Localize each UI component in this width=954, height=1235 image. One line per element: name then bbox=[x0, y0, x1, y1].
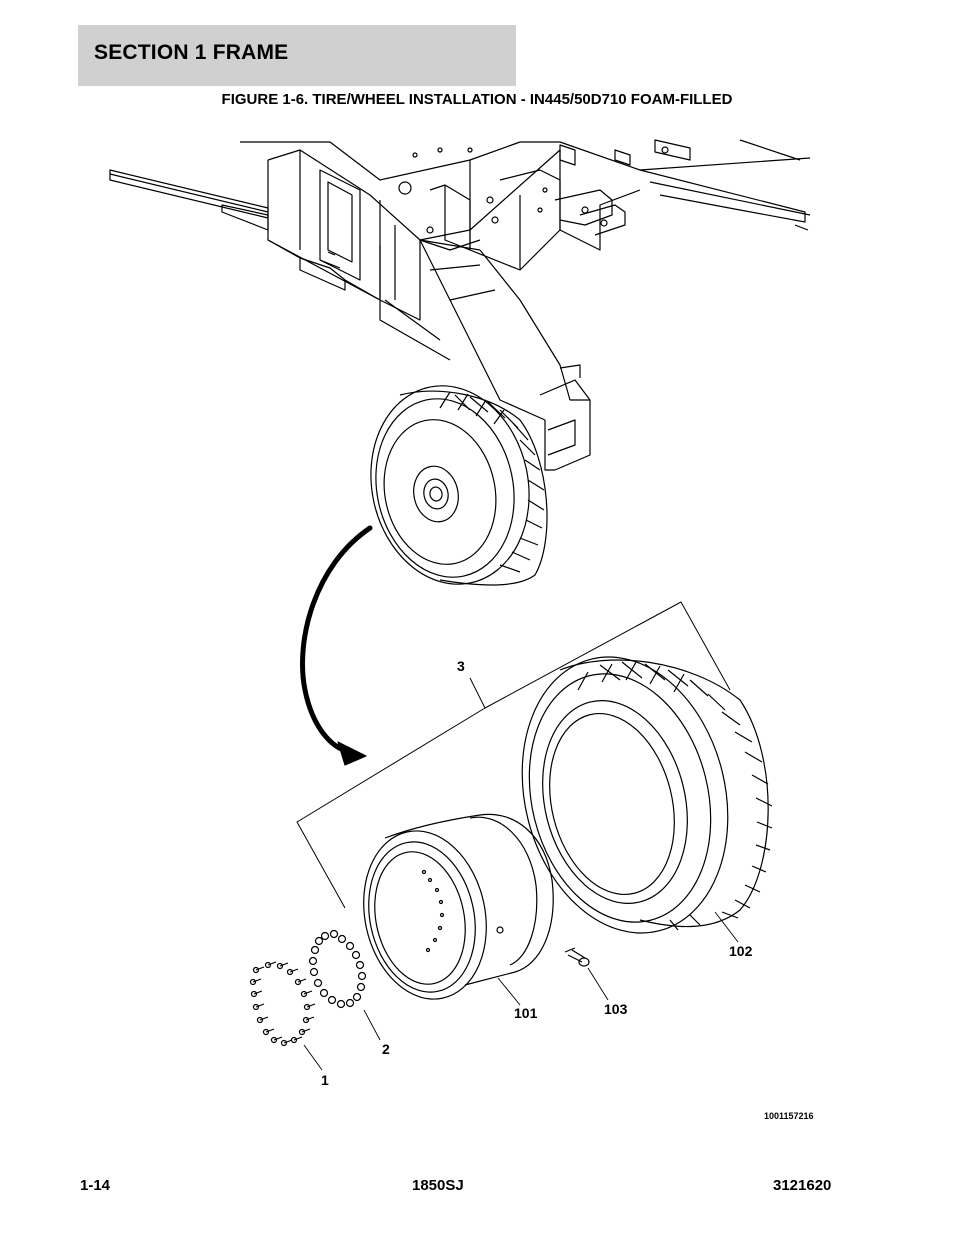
figure-title: FIGURE 1-6. TIRE/WHEEL INSTALLATION - IN… bbox=[221, 91, 733, 108]
bolts-ring-1 bbox=[249, 961, 316, 1047]
wheel-rim-101 bbox=[363, 813, 554, 1000]
section-header: SECTION 1 FRAME bbox=[78, 25, 516, 86]
exploded-bracket bbox=[296, 601, 731, 909]
leader-lines bbox=[303, 911, 739, 1071]
footer-page-number: 1-14 bbox=[80, 1177, 111, 1194]
footer-model: 1850SJ bbox=[412, 1177, 464, 1194]
chassis-frame bbox=[109, 139, 811, 361]
section-title: SECTION 1 FRAME bbox=[94, 41, 289, 64]
callout-101: 101 bbox=[514, 1005, 538, 1021]
axle-arm bbox=[419, 239, 591, 471]
callout-3: 3 bbox=[457, 658, 465, 674]
callout-1: 1 bbox=[321, 1072, 329, 1088]
drawing-number: 1001157216 bbox=[764, 1111, 814, 1121]
valve-stem-103 bbox=[564, 947, 590, 967]
tire-102 bbox=[521, 656, 773, 934]
footer-manual-number: 3121620 bbox=[773, 1177, 832, 1194]
wheel-assembly-installed bbox=[370, 385, 548, 586]
installation-arrow bbox=[300, 525, 373, 766]
callout-2: 2 bbox=[382, 1041, 390, 1057]
nuts-ring-2 bbox=[308, 929, 367, 1009]
callout-102: 102 bbox=[729, 943, 753, 959]
callout-103: 103 bbox=[604, 1001, 628, 1017]
